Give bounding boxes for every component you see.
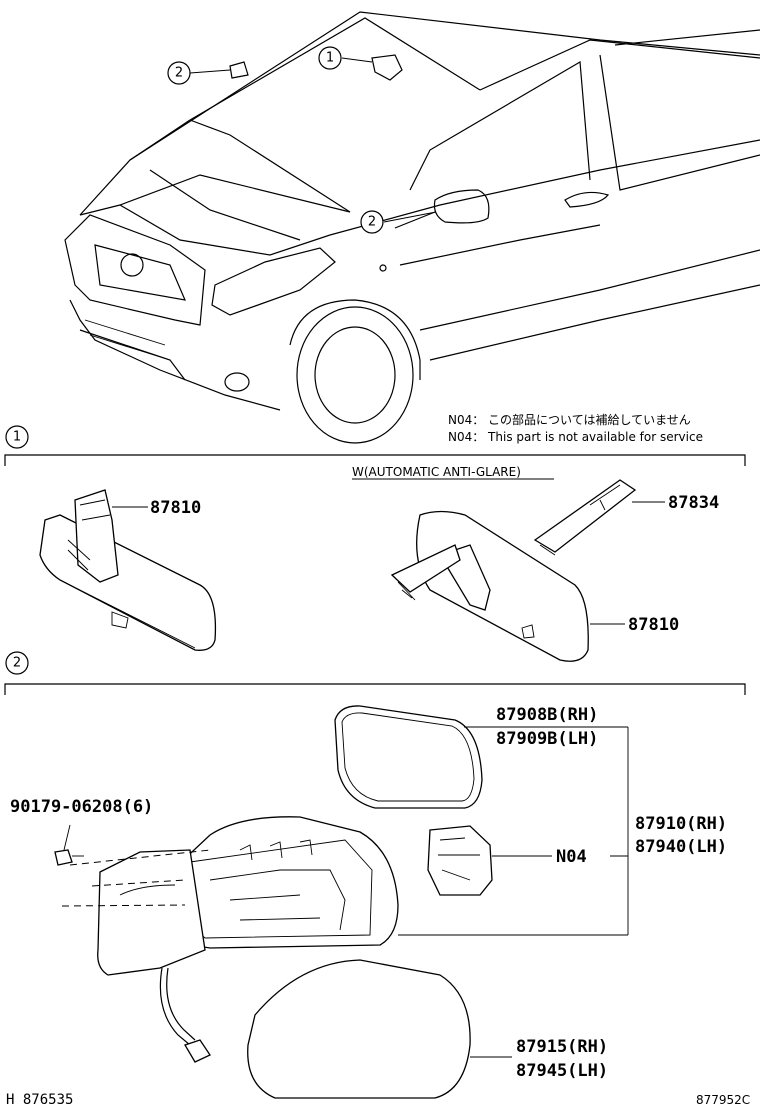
part-87810-right: 87810	[628, 615, 679, 635]
part-87910-rh: 87910(RH)	[635, 814, 727, 834]
part-87834: 87834	[668, 493, 719, 513]
note-n04-japanese: N04： この部品については補給していません	[448, 412, 691, 427]
footer-right-code: 877952C	[696, 1093, 750, 1107]
part-87945-lh: 87945(LH)	[516, 1061, 608, 1081]
part-87909b-lh: 87909B(LH)	[496, 729, 598, 749]
note-n04-english: N04： This part is not available for serv…	[448, 430, 703, 444]
part-87908b-rh: 87908B(RH)	[496, 705, 598, 725]
part-87810-left: 87810	[150, 498, 201, 518]
footer-left-code: H 876535	[6, 1092, 73, 1108]
callout-2-car-side: 2	[368, 215, 376, 230]
section-1-number: 1	[13, 430, 21, 445]
section-1: 1 W(AUTOMATIC ANTI-GLARE) 87810 87834 87…	[4, 425, 746, 662]
section-2: 2 87908B(RH) 87909B(LH) N04 90179-06208(…	[4, 651, 746, 1099]
section-2-number: 2	[13, 656, 21, 671]
part-90179-06208: 90179-06208(6)	[10, 797, 153, 817]
part-87940-lh: 87940(LH)	[635, 837, 727, 857]
variant-label: W(AUTOMATIC ANTI-GLARE)	[352, 465, 521, 479]
callout-1-car: 1	[326, 51, 334, 66]
callout-2-car-top: 2	[175, 66, 183, 81]
car-illustration: 1 2 2	[64, 11, 760, 444]
motor-note-n04: N04	[556, 847, 587, 867]
part-87915-rh: 87915(RH)	[516, 1037, 608, 1057]
